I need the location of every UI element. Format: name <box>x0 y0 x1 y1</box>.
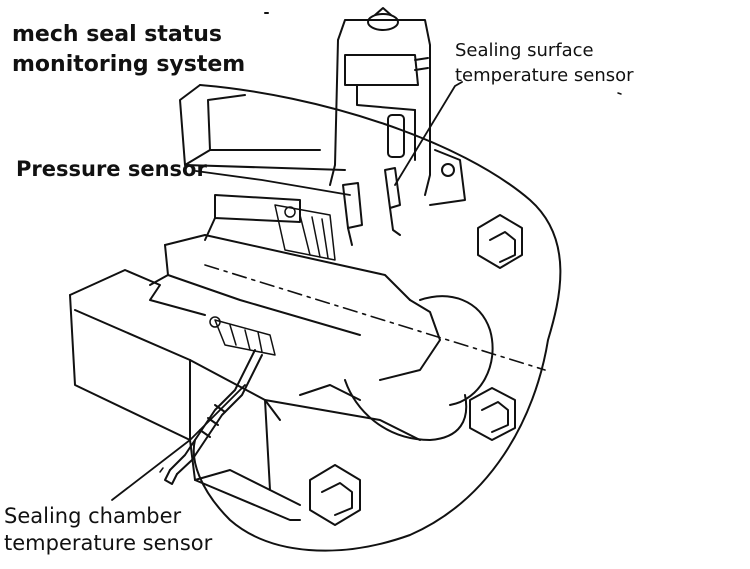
sealing-chamber-label-line-2: temperature sensor <box>4 531 213 555</box>
title-line-1: mech seal status <box>12 22 222 47</box>
hex-nut-upper-right <box>477 214 523 269</box>
sealing-surface-label-line-1: Sealing surface <box>455 40 594 61</box>
title-line-2: monitoring system <box>12 52 246 77</box>
sealing-surface-sensor-label: Sealing surface temperature sensor <box>455 38 634 88</box>
sealing-surface-label-line-2: temperature sensor <box>455 65 634 86</box>
leader-lines <box>111 81 463 501</box>
diagram-title: mech seal status monitoring system <box>12 20 245 80</box>
sealing-chamber-sensor-label: Sealing chamber temperature sensor <box>4 503 212 557</box>
hex-nut-bottom <box>309 464 361 526</box>
sealing-chamber-label-line-1: Sealing chamber <box>4 504 182 528</box>
sensor-tower <box>329 7 466 246</box>
hex-nut-lower-right <box>469 387 516 441</box>
seal-housing <box>69 84 562 552</box>
pressure-sensor-label: Pressure sensor <box>16 157 207 181</box>
seal-faces <box>209 204 336 356</box>
